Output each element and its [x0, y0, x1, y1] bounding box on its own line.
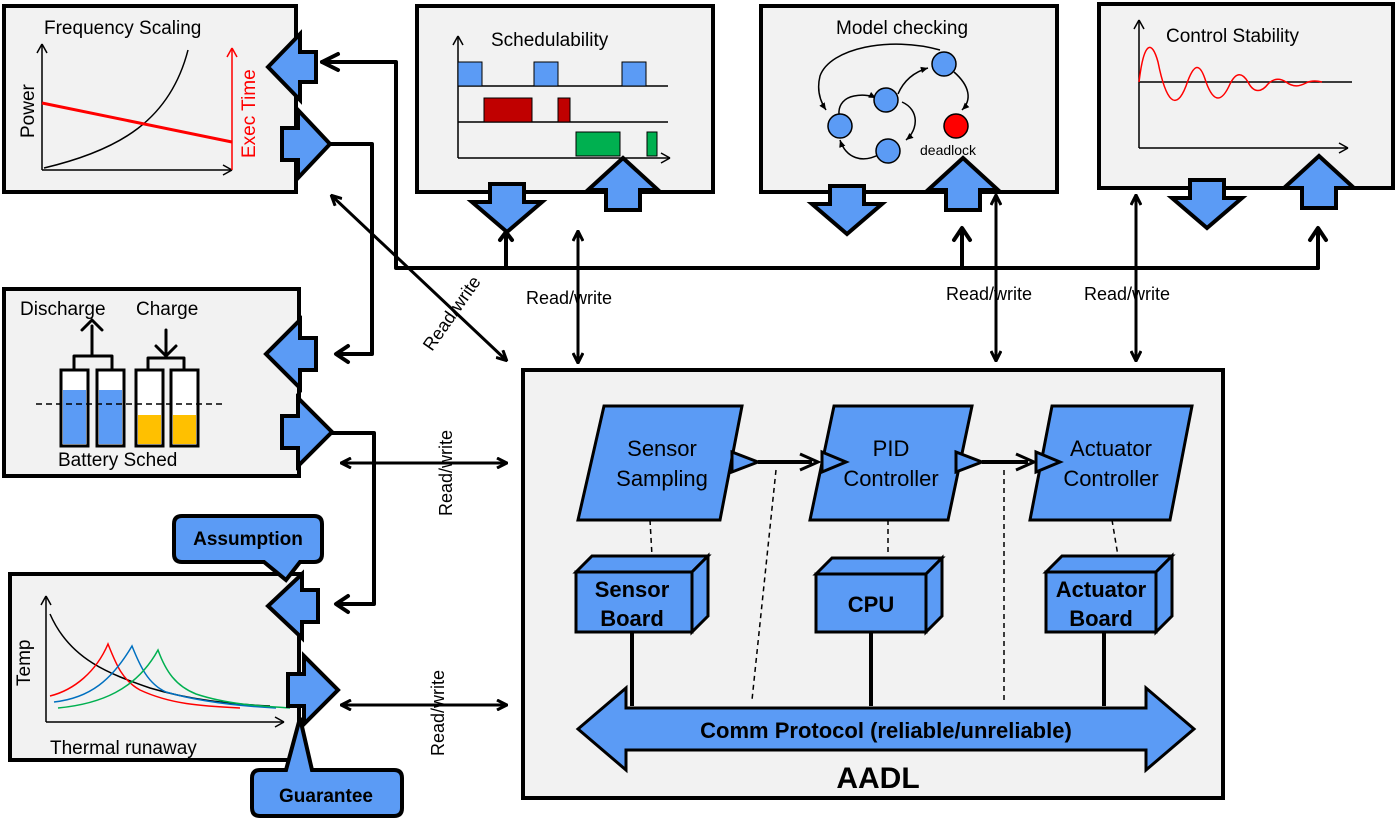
- model-checking-title: Model checking: [836, 18, 968, 39]
- battery-cell: [59, 368, 90, 448]
- task1-job: [533, 61, 559, 87]
- svg-text:Sensor: Sensor: [627, 436, 697, 461]
- exec-time-axis-label: Exec Time: [239, 69, 260, 158]
- task3-job: [646, 131, 658, 157]
- sensor-sampling-thread: Sensor Sampling: [576, 404, 744, 522]
- svg-text:Controller: Controller: [1063, 466, 1158, 491]
- battery-cell: [95, 368, 126, 448]
- read-write-label: Read/write: [1084, 284, 1170, 304]
- aadl-model: Sensor Sampling PID Controller Actuator …: [521, 368, 1225, 800]
- freq-aadl-arrow: [332, 196, 506, 360]
- deadlock-label: deadlock: [920, 142, 977, 158]
- svg-text:Board: Board: [600, 606, 664, 631]
- svg-text:Actuator: Actuator: [1056, 577, 1147, 602]
- discharge-label: Discharge: [20, 299, 106, 320]
- svg-text:Controller: Controller: [843, 466, 938, 491]
- power-axis-label: Power: [18, 83, 39, 138]
- thermal-runaway-label: Thermal runaway: [50, 738, 197, 759]
- read-write-label: Read/write: [526, 288, 612, 308]
- guarantee-label: Guarantee: [279, 786, 373, 807]
- guarantee-callout: Guarantee: [250, 717, 404, 818]
- green-temp-curve: [57, 648, 291, 709]
- deadlock-state-node: [943, 113, 969, 139]
- input-port-left-arrow: [265, 29, 318, 105]
- control-stability-title: Control Stability: [1166, 26, 1300, 47]
- svg-text:Board: Board: [1069, 606, 1133, 631]
- task1-job: [457, 61, 483, 87]
- output-port-down-arrow: [1166, 178, 1248, 231]
- read-write-label: Read/write: [419, 272, 485, 354]
- aadl-title: AADL: [836, 762, 919, 795]
- svg-text:Sampling: Sampling: [616, 466, 708, 491]
- battery-cell: [169, 368, 200, 448]
- state-node: [873, 87, 899, 113]
- task2-job: [483, 97, 533, 123]
- oscillation-curve: [1138, 46, 1323, 102]
- frequency-scaling-panel: Frequency Scaling Power Exec Time: [2, 4, 298, 194]
- output-port-right-arrow: [286, 651, 341, 729]
- assumption-label: Assumption: [193, 529, 303, 550]
- input-port-left-arrow: [263, 315, 318, 393]
- svg-text:Actuator: Actuator: [1070, 436, 1152, 461]
- state-node: [875, 138, 901, 164]
- output-port-right-arrow: [280, 393, 335, 471]
- task3-job: [575, 131, 621, 157]
- control-stability-panel: Control Stability: [1097, 2, 1395, 190]
- battery-panel: Discharge Charge Battery Sched: [2, 287, 301, 478]
- actuator-board-device: Actuator Board: [1042, 552, 1176, 636]
- state-node: [931, 51, 957, 77]
- input-port-left-arrow: [265, 569, 320, 643]
- assumption-callout: Assumption: [172, 514, 324, 583]
- model-checking-panel: Model checking deadlock: [759, 4, 1059, 194]
- power-curve: [43, 49, 189, 169]
- input-port-up-arrow: [582, 155, 664, 212]
- battery-sched-label: Battery Sched: [58, 450, 177, 471]
- task2-job: [557, 97, 571, 123]
- read-write-arrows: [332, 196, 1136, 705]
- read-write-label: Read/write: [436, 430, 456, 516]
- svg-text:CPU: CPU: [848, 592, 894, 617]
- input-port-up-arrow: [922, 155, 1004, 212]
- output-port-down-arrow: [466, 182, 548, 235]
- cpu-device: CPU: [812, 554, 946, 636]
- schedulability-panel: Schedulability: [415, 4, 715, 194]
- comm-protocol-bus: [575, 684, 1197, 774]
- blue-temp-curve: [53, 644, 277, 709]
- state-node: [827, 113, 853, 139]
- frequency-scaling-title: Frequency Scaling: [44, 18, 201, 39]
- read-write-label: Read/write: [946, 284, 1032, 304]
- actuator-controller-thread: Actuator Controller: [1028, 404, 1194, 522]
- charge-label: Charge: [136, 299, 198, 320]
- schedulability-title: Schedulability: [491, 30, 609, 51]
- sensor-board-device: Sensor Board: [572, 552, 712, 636]
- temp-axis-label: Temp: [14, 640, 35, 686]
- input-port-up-arrow: [1278, 153, 1360, 210]
- exec-time-line: [41, 101, 233, 144]
- comm-protocol-label: Comm Protocol (reliable/unreliable): [700, 718, 1072, 743]
- battery-cell: [134, 368, 165, 448]
- task1-job: [621, 61, 647, 87]
- red-temp-curve: [49, 642, 241, 709]
- svg-text:Sensor: Sensor: [595, 577, 670, 602]
- output-port-right-arrow: [280, 104, 333, 184]
- thermal-panel: Temp Thermal runaway: [8, 572, 301, 762]
- output-port-down-arrow: [806, 184, 888, 237]
- svg-text:PID: PID: [873, 436, 910, 461]
- pid-controller-thread: PID Controller: [808, 404, 974, 522]
- read-write-label: Read/write: [428, 670, 448, 756]
